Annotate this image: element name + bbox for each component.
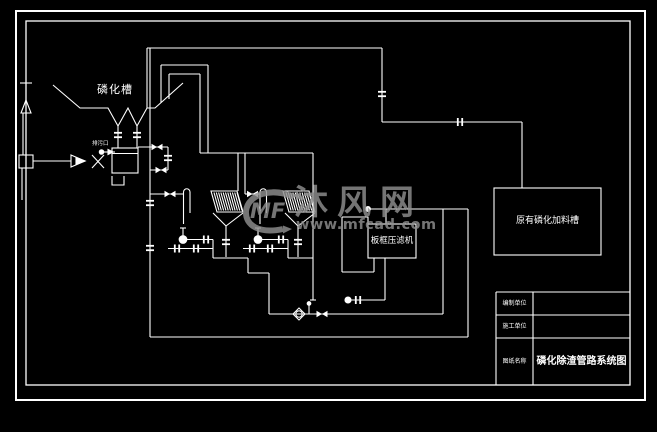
titleblock-row3-label: 图纸名称 <box>502 357 527 365</box>
drawing-title: 磷化除渣管路系统图 <box>536 355 627 367</box>
titleblock-row1-label: 编制单位 <box>502 299 527 307</box>
titleblock-row2-label: 施工单位 <box>502 322 527 330</box>
titleblock-row1-value <box>533 292 630 315</box>
titleblock-row2-value <box>533 315 630 338</box>
feed-tank-label: 原有磷化加料槽 <box>515 216 579 226</box>
mfcad-logo-icon <box>243 189 301 234</box>
watermark-site-url: www.mfcad.com <box>296 217 437 233</box>
drain-point-label: 排污口 <box>92 141 109 147</box>
filter-press-label: 板框压滤机 <box>370 235 414 246</box>
watermark-logo-text: MF <box>250 199 286 223</box>
watermark-site-name: 沐风网 <box>294 183 423 223</box>
hopper-label: 磷化槽 <box>97 83 133 96</box>
